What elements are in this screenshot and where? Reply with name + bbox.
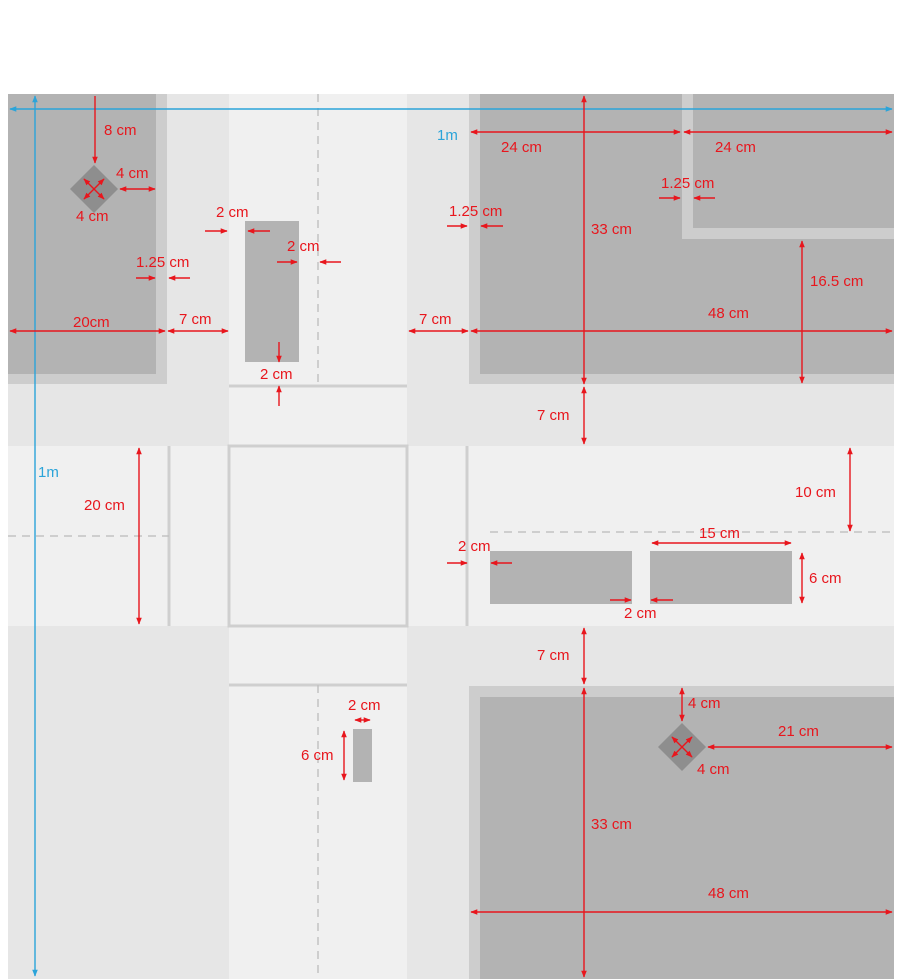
label-21cm: 21 cm (778, 723, 819, 740)
crossroad-square (229, 446, 407, 626)
label-20cm-tl: 20cm (73, 314, 110, 331)
diamond-marker-bottom (658, 723, 706, 771)
label-4cm-br-a: 4 cm (688, 695, 721, 712)
label-1.25cm-tl: 1.25 cm (136, 254, 189, 271)
label-24cm-b: 24 cm (715, 139, 756, 156)
block-top-left (8, 94, 167, 384)
label-4cm-br-b: 4 cm (697, 761, 730, 778)
label-10cm: 10 cm (795, 484, 836, 501)
label-33cm-br: 33 cm (591, 816, 632, 833)
label-1.25cm-tr-a: 1.25 cm (661, 175, 714, 192)
label-8cm: 8 cm (104, 122, 137, 139)
label-2cm-small: 2 cm (348, 697, 381, 714)
dims-bottom-right: 7 cm 4 cm 21 cm 4 cm 33 cm 48 cm (470, 627, 893, 978)
label-7cm-tl: 7 cm (179, 311, 212, 328)
dims-top-right: 24 cm 24 cm 1.25 cm 1.25 cm 33 cm 16.5 c… (408, 95, 893, 445)
dims-horizontal-lane: 20 cm 10 cm 2 cm 15 cm 6 cm 2 cm (84, 447, 853, 625)
label-6cm-hb: 6 cm (809, 570, 842, 587)
label-1m-horizontal: 1m (437, 127, 458, 144)
label-15cm: 15 cm (699, 525, 740, 542)
label-48cm-br: 48 cm (708, 885, 749, 902)
dims-vertical-bar: 2 cm 2 cm 2 cm (205, 204, 341, 406)
label-1m-vertical: 1m (38, 464, 59, 481)
label-48cm-tr: 48 cm (708, 305, 749, 322)
label-7cm-tr: 7 cm (419, 311, 452, 328)
label-16.5cm: 16.5 cm (810, 273, 863, 290)
label-7cm-mid: 7 cm (537, 407, 570, 424)
center-lines (8, 94, 894, 979)
label-4cm-b: 4 cm (76, 208, 109, 225)
one-meter-dimensions: 1m 1m (9, 95, 893, 977)
label-24cm-a: 24 cm (501, 139, 542, 156)
label-2cm-bar-left: 2 cm (216, 204, 249, 221)
dims-small-bar: 2 cm 6 cm (301, 697, 381, 781)
label-4cm-a: 4 cm (116, 165, 149, 182)
dims-top-left: 8 cm 4 cm 4 cm 1.25 cm 20cm 7 cm (9, 96, 229, 334)
vertical-bar-top (245, 221, 299, 362)
label-2cm-hb-a: 2 cm (458, 538, 491, 555)
label-7cm-br: 7 cm (537, 647, 570, 664)
label-6cm-small: 6 cm (301, 747, 334, 764)
block-top-right (469, 94, 894, 384)
diamond-marker-top (70, 165, 118, 213)
small-bar (353, 729, 372, 782)
label-20cm-left: 20 cm (84, 497, 125, 514)
label-33cm-tr: 33 cm (591, 221, 632, 238)
horizontal-bar-right (650, 551, 792, 604)
label-2cm-bar-right: 2 cm (287, 238, 320, 255)
label-2cm-bar-bottom: 2 cm (260, 366, 293, 383)
horizontal-bar-left (490, 551, 632, 604)
label-1.25cm-tr-b: 1.25 cm (449, 203, 502, 220)
label-2cm-hb-b: 2 cm (624, 605, 657, 622)
